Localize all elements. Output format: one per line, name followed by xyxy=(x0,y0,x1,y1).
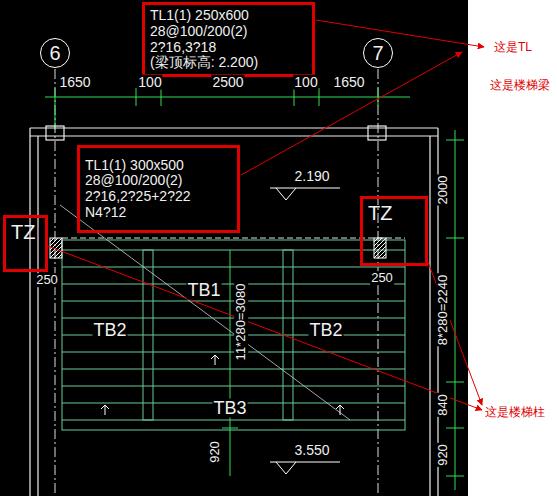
stair-tread xyxy=(62,250,405,251)
stair-stringer xyxy=(62,240,405,430)
dimension-line xyxy=(319,88,320,106)
dimension-text: 100 xyxy=(137,75,162,90)
dimension-line xyxy=(294,88,295,106)
dimension-line xyxy=(45,88,464,490)
elevation-mark xyxy=(101,405,109,415)
stair-wall xyxy=(29,128,30,496)
annotation-leader xyxy=(45,20,484,410)
dimension-line xyxy=(378,88,379,106)
dimension-line xyxy=(45,97,410,98)
elevation-mark xyxy=(270,462,340,463)
dimension-line xyxy=(455,130,456,490)
beam-callout-box: TL1(1) 250x60028@100/200(2)2?16,3?18(梁顶标… xyxy=(142,2,315,77)
stair-stringer xyxy=(62,240,405,430)
grid-bubble: 6 xyxy=(40,38,70,68)
elevation-mark xyxy=(336,405,344,415)
stair-wall xyxy=(429,136,430,496)
callout-text: 28@100/200(2) xyxy=(85,173,183,189)
elevation-mark xyxy=(276,462,296,474)
annotation-note: 这是楼梯梁 xyxy=(489,79,551,92)
dimension-text: 11*280=3080 xyxy=(234,283,248,362)
stair-tread xyxy=(62,369,405,370)
dimension-text: 1650 xyxy=(58,75,91,90)
dimension-text: 920 xyxy=(436,443,450,467)
dimension-line xyxy=(446,238,464,239)
callout-text: TL1(1) 250x600 xyxy=(150,8,249,24)
stair-wall xyxy=(37,136,38,496)
column-callout-box: TZ xyxy=(360,196,428,266)
callout-text: 28@100/200(2) xyxy=(150,24,248,40)
callout-text: TZ xyxy=(368,202,392,224)
stair-wall xyxy=(46,126,64,140)
dimension-text: TB2 xyxy=(308,321,343,340)
callout-text: (梁顶标高: 2.200) xyxy=(150,55,258,71)
axis-number: 6 xyxy=(49,42,60,64)
annotation-leader xyxy=(428,262,482,405)
dimension-text: TB2 xyxy=(92,321,127,340)
elevation-mark xyxy=(60,205,350,420)
dimension-text: 2500 xyxy=(211,75,244,90)
grid-bubble: 7 xyxy=(363,38,393,68)
dimension-line xyxy=(55,88,56,130)
elevation-mark xyxy=(276,188,296,200)
cad-background xyxy=(0,0,468,496)
stair-wall xyxy=(30,127,438,128)
beam-callout-box: TL1(1) 300x50028@100/200(2)2?16,2?25+2?2… xyxy=(77,145,240,233)
dimension-text: TB1 xyxy=(186,281,221,300)
dimension-line xyxy=(446,428,464,429)
column-callout-box: TZ xyxy=(3,215,48,272)
callout-text: N4?12 xyxy=(85,205,126,221)
stair-wall xyxy=(368,126,386,140)
stair-wall xyxy=(30,135,438,136)
callout-text: TL1(1) 300x500 xyxy=(85,158,184,174)
annotation-note: 这是楼梯柱 xyxy=(484,406,546,419)
callout-text: 2?16,2?25+2?22 xyxy=(85,189,191,205)
annotation-leader xyxy=(45,245,482,410)
dimension-text: 2000 xyxy=(436,175,450,206)
elevation-mark xyxy=(211,355,219,365)
dimension-line xyxy=(222,428,238,429)
dimension-line xyxy=(136,88,137,106)
axis-number: 7 xyxy=(372,42,383,64)
stair-tread xyxy=(62,267,405,268)
dimension-text: 2.190 xyxy=(293,169,330,184)
dimension-text: 1650 xyxy=(332,75,365,90)
dimension-text: TB3 xyxy=(212,399,247,418)
page-margin xyxy=(468,0,557,496)
dimension-text: 920 xyxy=(208,440,222,464)
stair-tread xyxy=(62,250,405,420)
dimension-text: 3.550 xyxy=(293,443,330,458)
stair-wall xyxy=(62,237,405,238)
stair-column xyxy=(374,238,386,258)
stair-tread xyxy=(62,420,405,421)
callout-text: TZ xyxy=(11,221,35,243)
dimension-line xyxy=(446,382,464,383)
dimension-text: 840 xyxy=(436,393,450,417)
dimension-text: 250 xyxy=(35,273,59,287)
stair-stringer xyxy=(143,250,153,420)
dimension-line xyxy=(446,140,464,141)
annotation-note: 这是TL xyxy=(493,41,533,54)
callout-text: 2?16,3?18 xyxy=(150,40,216,56)
stair-wall xyxy=(30,126,438,496)
dimension-text: 8*280=2240 xyxy=(436,274,450,347)
grid-axis xyxy=(55,69,378,496)
annotation-leader xyxy=(241,52,462,175)
stair-column xyxy=(50,238,386,258)
stair-tread xyxy=(62,386,405,387)
dimension-line xyxy=(161,88,162,106)
annotation-leader xyxy=(316,20,484,47)
dimension-text: 100 xyxy=(293,75,318,90)
elevation-mark xyxy=(270,188,340,189)
dimension-line xyxy=(446,476,464,477)
dimension-text: 250 xyxy=(370,271,394,285)
